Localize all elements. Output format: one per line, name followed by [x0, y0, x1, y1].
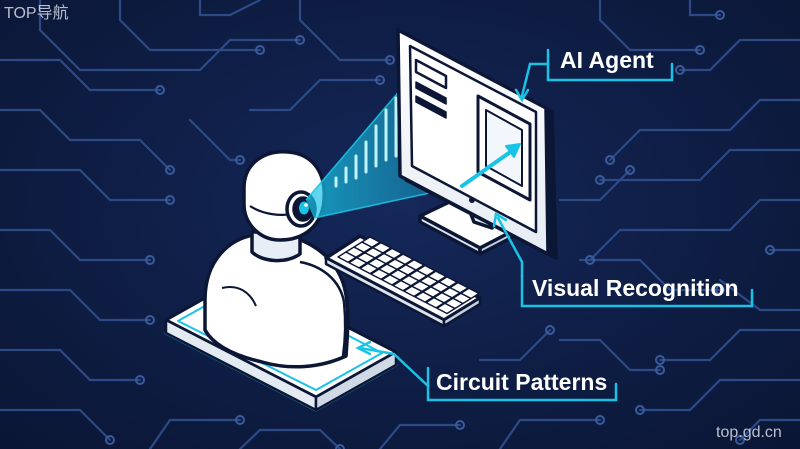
circuit-node [135, 375, 145, 385]
circuit-trace [0, 408, 112, 442]
circuit-trace [188, 118, 242, 162]
circuit-trace [0, 228, 152, 262]
circuit-trace [598, 148, 800, 182]
circuit-trace [678, 38, 800, 72]
circuit-node [655, 365, 665, 375]
circuit-node [375, 75, 385, 85]
circuit-node [605, 155, 615, 165]
circuit-node [145, 255, 155, 265]
keyboard-key [405, 259, 425, 271]
circuit-trace [688, 0, 722, 17]
circuit-node [585, 255, 595, 265]
circuit-trace [478, 328, 552, 362]
keyboard-key [449, 281, 469, 294]
label-circuit-patterns: Circuit Patterns [436, 369, 608, 395]
circuit-nodes [105, 10, 775, 449]
label-ai-agent: AI Agent [560, 47, 654, 73]
circuit-node [765, 245, 775, 255]
circuit-trace [738, 418, 800, 442]
circuit-node [635, 405, 645, 415]
circuit-node [735, 435, 745, 445]
circuit-trace [498, 418, 602, 449]
keyboard-key [394, 253, 414, 265]
circuit-node [295, 35, 305, 45]
circuit-node [235, 415, 245, 425]
keyboard [324, 234, 482, 328]
circuit-node [155, 85, 165, 95]
circuit-trace [558, 168, 632, 202]
callout-lines [355, 48, 754, 402]
circuit-trace [608, 98, 800, 162]
keyboard-key [361, 236, 381, 248]
circuit-node [715, 10, 725, 20]
circuit-node [595, 415, 605, 425]
circuit-trace [118, 0, 262, 52]
circuit-node [255, 45, 265, 55]
circuit-trace [378, 423, 462, 449]
watermark-top-left: TOP导航 [4, 5, 69, 22]
circuit-node [145, 315, 155, 325]
circuit-node [455, 420, 465, 430]
keyboard-key [427, 270, 447, 283]
circuit-trace [0, 348, 142, 382]
circuit-node [625, 165, 635, 175]
circuit-node [715, 285, 725, 295]
circuit-node [235, 155, 245, 165]
circuit-trace [578, 258, 722, 292]
computer-monitor [396, 28, 558, 260]
circuit-trace [658, 328, 800, 362]
circuit-trace [238, 428, 342, 449]
circuit-node [675, 65, 685, 75]
circuit-trace [0, 168, 172, 202]
circuit-trace [598, 0, 702, 52]
circuit-trace [638, 378, 800, 412]
circuit-trace [0, 108, 172, 172]
keyboard-key [438, 276, 458, 288]
circuit-node [335, 444, 345, 449]
circuit-node [165, 165, 175, 175]
circuit-trace [588, 198, 800, 262]
keyboard-key [460, 287, 480, 300]
circuit-node [545, 325, 555, 335]
keyboard-key [416, 264, 436, 277]
circuit-trace [298, 0, 392, 62]
circuit-trace [148, 418, 242, 449]
circuit-trace [198, 0, 262, 17]
keyboard-key [372, 242, 392, 254]
circuit-node [655, 355, 665, 365]
circuit-trace [38, 0, 302, 72]
circuit-node [105, 435, 115, 445]
circuit-trace [0, 288, 152, 322]
keyboard-key [383, 247, 403, 260]
circuit-node [595, 175, 605, 185]
circuit-trace [718, 278, 800, 312]
label-visual-recognition: Visual Recognition [532, 275, 739, 301]
circuit-node [165, 195, 175, 205]
robot-agent [203, 150, 350, 369]
circuit-trace [248, 78, 382, 112]
keyboard-keys [337, 236, 480, 315]
circuit-node [385, 55, 395, 65]
circuit-node [695, 45, 705, 55]
circuit-trace [558, 338, 662, 372]
watermark-bottom-right: top.gd.cn [716, 424, 782, 441]
circuit-trace [0, 58, 162, 92]
